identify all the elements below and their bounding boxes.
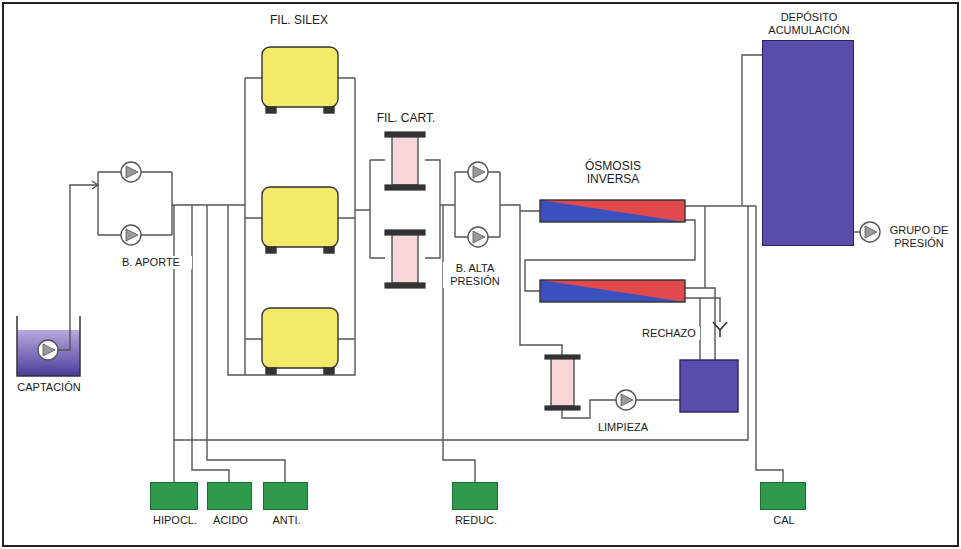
part-label: B. APORTE [110, 256, 192, 269]
drain-symbol [713, 322, 727, 337]
part-label: LIMPIEZA [587, 421, 659, 434]
dosing-box: REDUC. [452, 482, 498, 510]
dosing-box: ANTI. [263, 482, 308, 510]
arrow-tip [92, 181, 98, 189]
dosing-box: HIPOCL. [150, 482, 198, 510]
cartridge-filters [385, 132, 580, 410]
node-label: REDUC. [446, 514, 506, 527]
dosing-box: CAL [760, 482, 806, 510]
part-label: FIL. CART. [365, 112, 447, 125]
node-label: ÁCIDO [201, 514, 261, 527]
silex-filters [262, 47, 338, 374]
part-label: RECHAZO [638, 327, 700, 340]
frame [3, 3, 958, 546]
part-label: GRUPO DE PRESIÓN [887, 224, 951, 250]
intake-well: CAPTACIÓN [17, 316, 80, 376]
part-label: FIL. SILEX [253, 14, 345, 27]
pipes [58, 55, 860, 482]
node-label: ANTI. [257, 514, 317, 527]
ro-membranes [540, 200, 685, 302]
node-label: CAPTACIÓN [4, 381, 94, 394]
node-label: CAL [754, 514, 814, 527]
dosing-box: ÁCIDO [207, 482, 252, 510]
part-label: ÓSMOSIS INVERSA [562, 160, 664, 186]
storage-tank: DEPÓSITO ACUMULACIÓN [762, 40, 854, 246]
node-label: DEPÓSITO ACUMULACIÓN [749, 11, 869, 37]
cleaning-tank [680, 360, 738, 412]
part-label: B. ALTA PRESIÓN [443, 262, 507, 288]
node-label: HIPOCL. [140, 514, 210, 527]
